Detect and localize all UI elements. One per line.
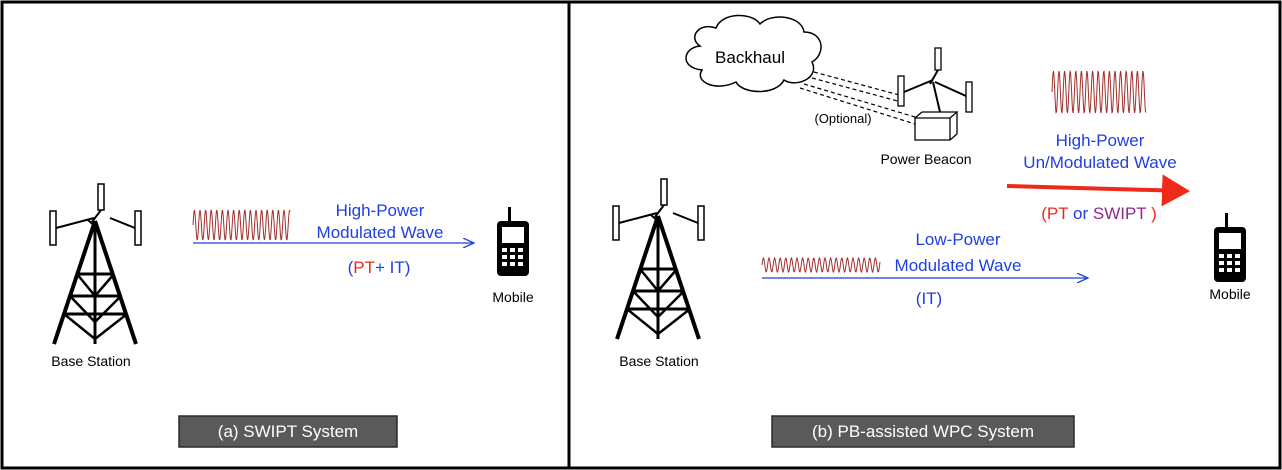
power-beacon-label: Power Beacon bbox=[880, 151, 971, 167]
wave-label-line1: High-Power bbox=[336, 201, 425, 220]
caption-b: (b) PB-assisted WPC System bbox=[771, 415, 1075, 448]
lp-label-line2: Modulated Wave bbox=[895, 256, 1022, 275]
lp-transfer-mode-label: (IT) bbox=[916, 289, 942, 308]
high-power-wave-signal bbox=[192, 209, 291, 241]
panel-b-frame bbox=[567, 0, 1282, 470]
wave-label-line2: Modulated Wave bbox=[317, 223, 444, 242]
power-beacon-icon bbox=[897, 47, 973, 141]
caption-a: (a) SWIPT System bbox=[178, 415, 398, 448]
hp-label-line1: High-Power bbox=[1056, 131, 1145, 150]
hp-label-line2: Un/Modulated Wave bbox=[1023, 153, 1176, 172]
base-station-b-label: Base Station bbox=[619, 353, 698, 369]
transfer-mode-label: (PT+ IT) bbox=[348, 258, 411, 277]
svg-text:(b) PB-assisted WPC System: (b) PB-assisted WPC System bbox=[812, 422, 1034, 441]
low-power-wave-signal bbox=[761, 256, 881, 274]
mobile-b-phone-icon bbox=[1214, 213, 1246, 282]
optional-backhaul-links bbox=[799, 71, 916, 125]
base-station-tower-icon bbox=[48, 182, 143, 346]
base-station-label: Base Station bbox=[51, 353, 130, 369]
mobile-b-label: Mobile bbox=[1209, 286, 1250, 302]
optional-label: (Optional) bbox=[814, 111, 871, 126]
backhaul-label: Backhaul bbox=[715, 48, 785, 67]
mobile-label: Mobile bbox=[492, 289, 533, 305]
lp-label-line1: Low-Power bbox=[915, 230, 1000, 249]
high-power-beacon-arrow bbox=[1006, 174, 1190, 207]
beacon-transfer-mode-label: (PT or SWIPT ) bbox=[1041, 204, 1157, 223]
base-station-b-tower-icon bbox=[611, 177, 706, 341]
backhaul-cloud-icon bbox=[685, 14, 822, 93]
high-power-beacon-wave-signal bbox=[1051, 70, 1147, 114]
mobile-phone-icon bbox=[497, 207, 529, 276]
svg-text:(a) SWIPT System: (a) SWIPT System bbox=[218, 422, 358, 441]
panel-a-frame bbox=[0, 0, 571, 470]
